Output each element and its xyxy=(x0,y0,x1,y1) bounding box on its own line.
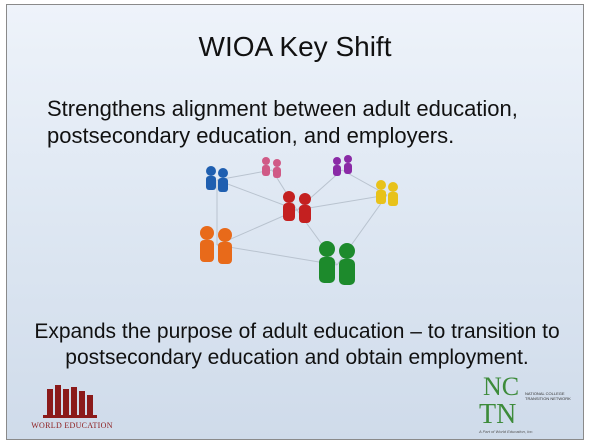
world-education-logo-mark xyxy=(43,385,97,418)
slide-title: WIOA Key Shift xyxy=(198,31,392,62)
figure-group-blue xyxy=(206,166,228,192)
nctn-footer: A Part of World Education, Inc. xyxy=(479,429,534,434)
nctn-logo: NC TN NATIONAL COLLEGE TRANSITION NETWOR… xyxy=(477,369,577,437)
slide-point-alignment: Strengthens alignment between adult educ… xyxy=(47,96,518,148)
world-education-logo: WORLD EDUCATION xyxy=(17,381,127,433)
nctn-caption: NATIONAL COLLEGE TRANSITION NETWORK xyxy=(525,391,571,401)
figure-group-green xyxy=(319,241,355,285)
nctn-logo-mark: NC TN xyxy=(479,372,519,430)
svg-text:NC: NC xyxy=(483,372,519,401)
figure-group-purple xyxy=(333,155,352,176)
slide-point-purpose: Expands the purpose of adult education –… xyxy=(34,320,560,369)
figure-group-red xyxy=(283,191,311,223)
figure-group-orange xyxy=(200,226,232,264)
people-network-illustration xyxy=(200,155,398,285)
figure-group-yellow xyxy=(376,180,398,206)
slide: WIOA Key Shift Strengthens alignment bet… xyxy=(6,4,584,440)
figure-group-pink xyxy=(262,157,281,178)
svg-text:TN: TN xyxy=(479,399,516,429)
world-education-logo-text: WORLD EDUCATION xyxy=(31,421,113,430)
